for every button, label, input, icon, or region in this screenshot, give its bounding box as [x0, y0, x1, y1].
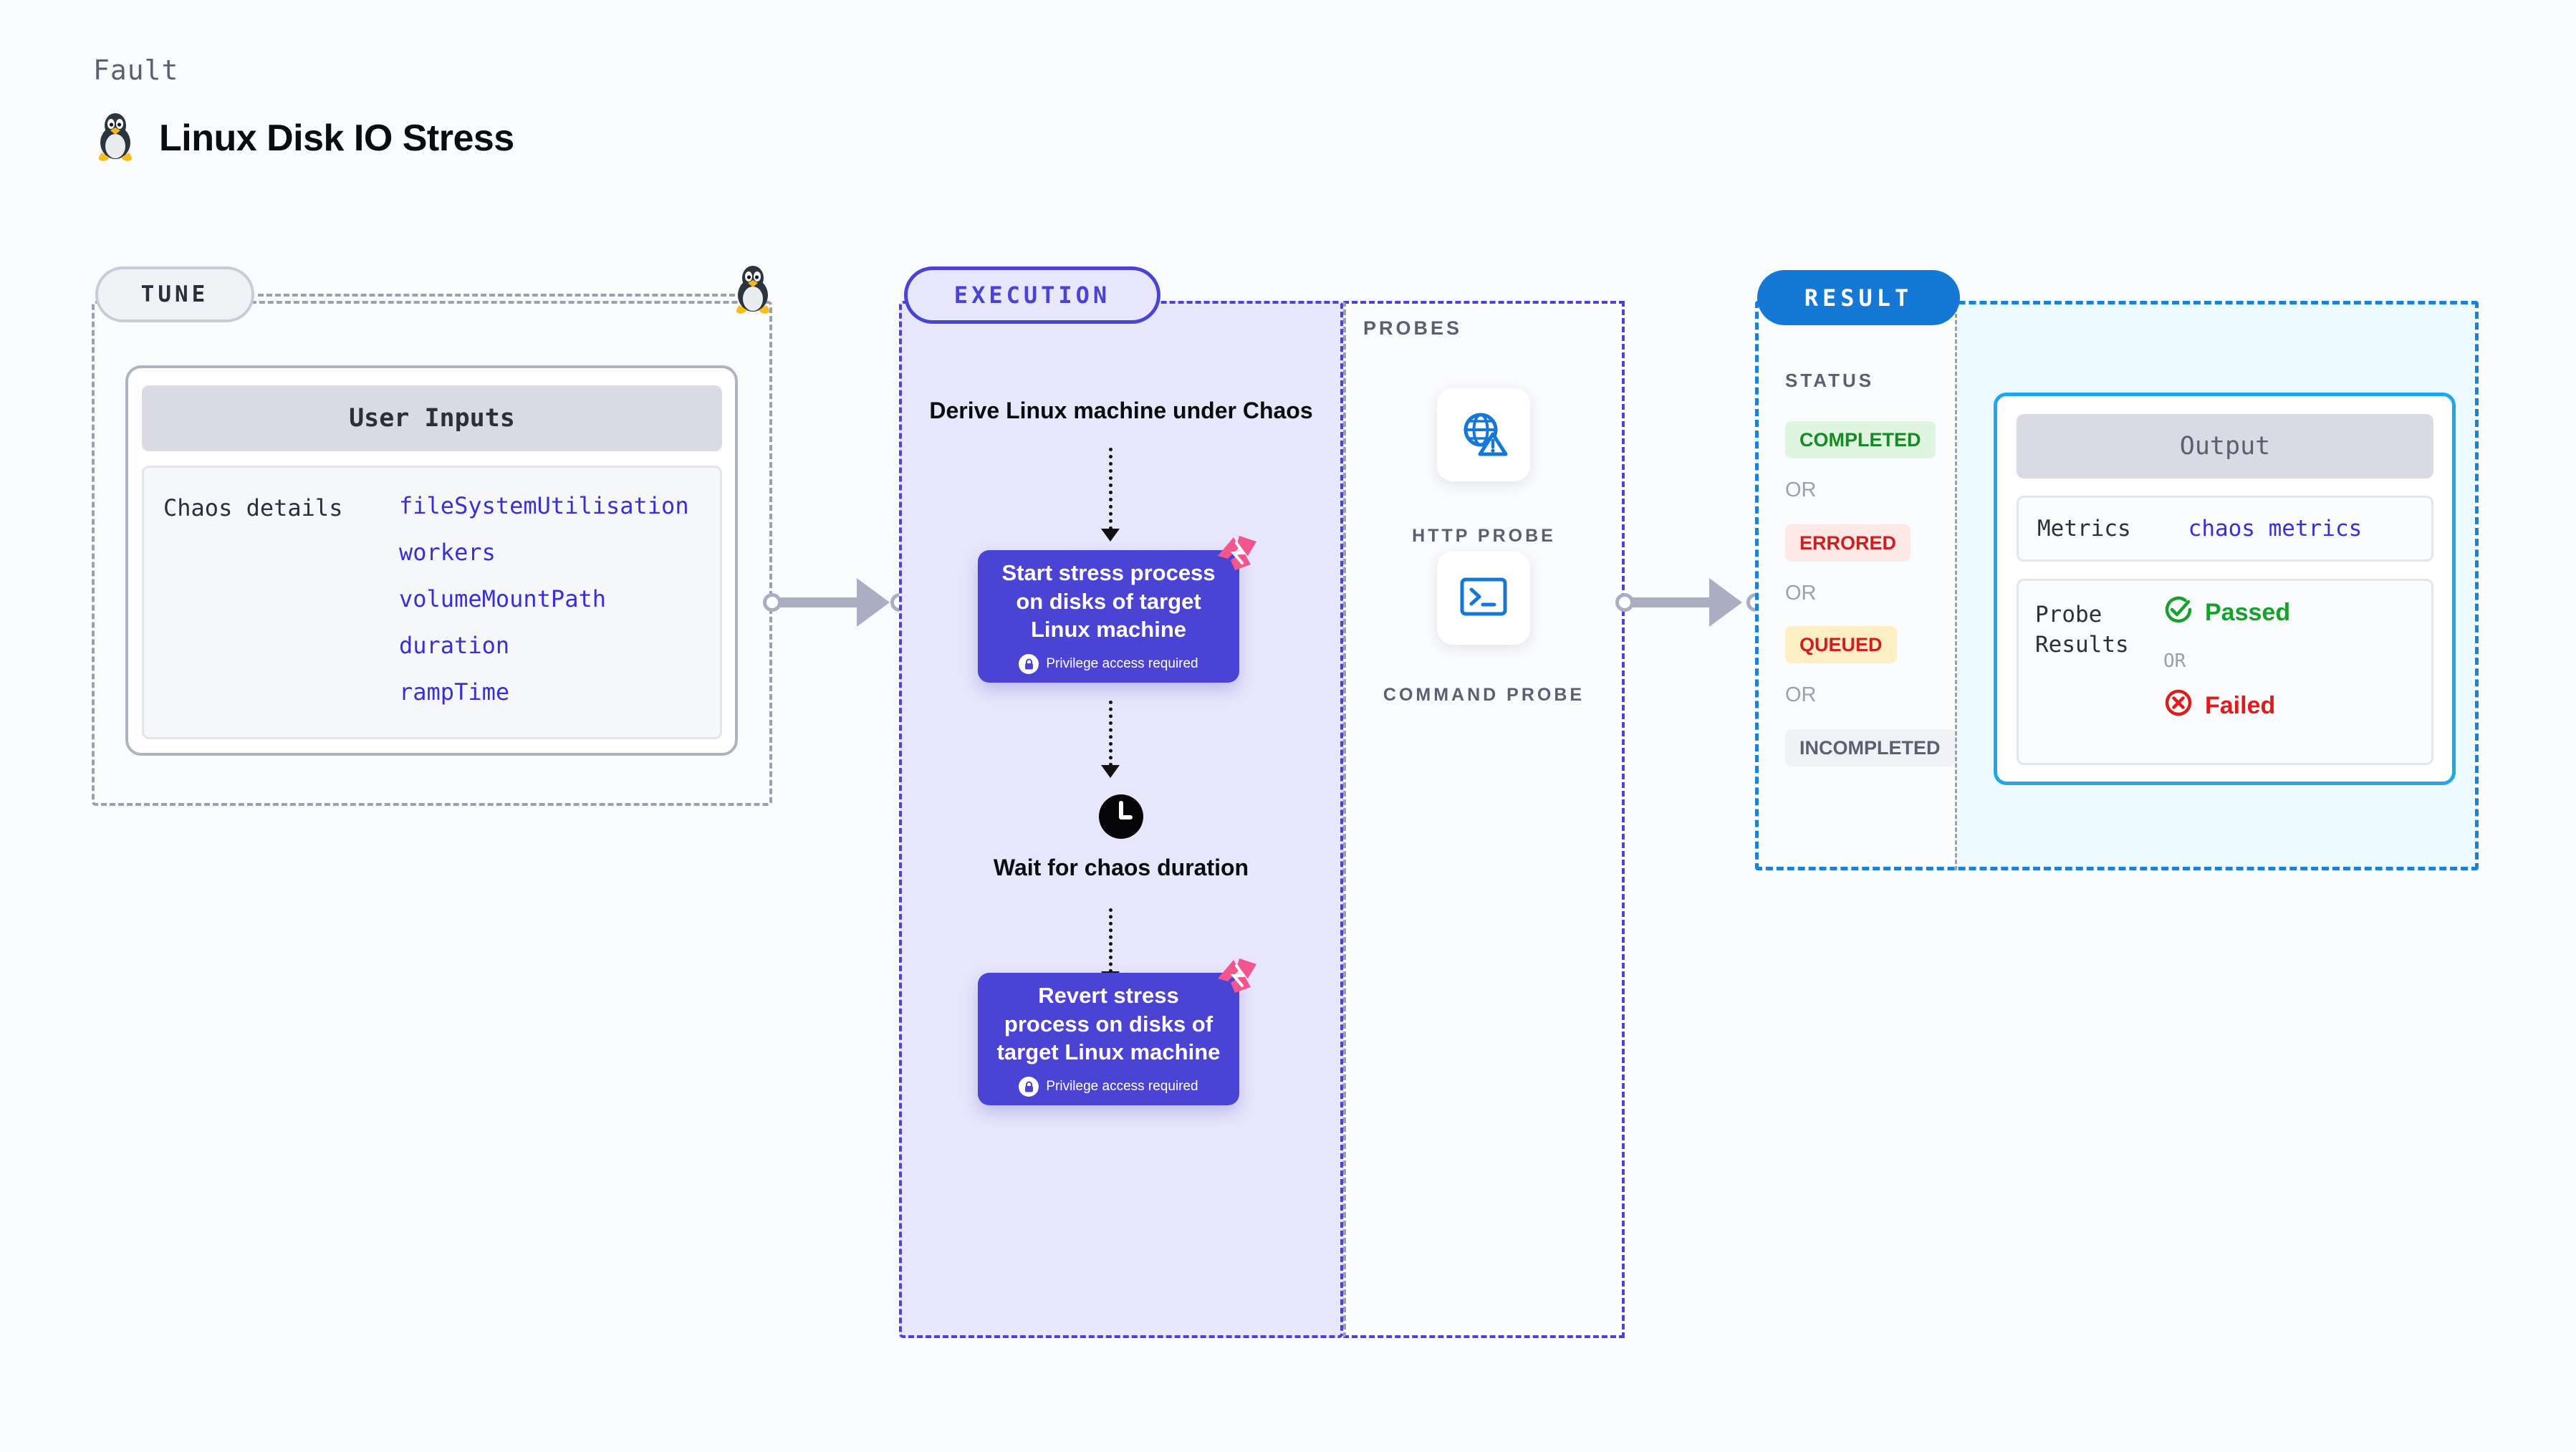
chaos-details-label: Chaos details — [163, 494, 343, 521]
status-badge-completed: COMPLETED — [1785, 421, 1936, 458]
input-item: rampTime — [399, 678, 510, 706]
input-item: fileSystemUtilisation — [399, 492, 689, 519]
metrics-row: Metrics chaos metrics — [2017, 496, 2433, 562]
step-revert-privilege: Privilege access required — [1019, 1077, 1198, 1097]
input-item: duration — [399, 632, 510, 659]
probe-result-or: OR — [2163, 650, 2186, 672]
tune-corner-tux-icon — [731, 264, 775, 317]
check-circle-icon — [2163, 595, 2193, 631]
globe-warning-icon — [1458, 408, 1509, 462]
execution-pill[interactable]: EXECUTION — [904, 266, 1160, 324]
flow-connector-1 — [1109, 448, 1115, 530]
probe-result-failed: Failed — [2163, 688, 2275, 724]
probe-result-passed: Passed — [2163, 595, 2290, 631]
litmus-logo-icon — [1215, 533, 1259, 573]
metrics-key: Metrics — [2037, 516, 2131, 542]
lock-icon — [1019, 654, 1039, 674]
status-label: STATUS — [1785, 370, 1875, 391]
status-badge-queued: QUEUED — [1785, 626, 1897, 663]
input-item: volumeMountPath — [399, 585, 606, 612]
result-panel — [1755, 301, 2479, 870]
flow-connector-3 — [1109, 908, 1115, 973]
metrics-value: chaos metrics — [2188, 516, 2363, 542]
step-revert-box[interactable]: Revert stress process on disks of target… — [978, 958, 1256, 1105]
step-start-label: Start stress process on disks of target … — [1001, 559, 1216, 643]
status-or-3: OR — [1785, 683, 1817, 706]
tune-pill[interactable]: TUNE — [95, 266, 254, 322]
http-probe-label: HTTP PROBE — [1412, 526, 1556, 546]
lock-icon — [1019, 1077, 1039, 1097]
clock-icon — [1098, 794, 1144, 840]
step-revert-label: Revert stress process on disks of target… — [996, 982, 1221, 1065]
user-inputs-title: User Inputs — [142, 385, 722, 451]
status-badge-incompleted: INCOMPLETED — [1785, 729, 1955, 766]
status-badge-errored: ERRORED — [1785, 524, 1911, 562]
step-wait-label: Wait for chaos duration — [993, 855, 1249, 880]
step-start-box[interactable]: Start stress process on disks of target … — [978, 536, 1256, 683]
page-title: Linux Disk IO Stress — [159, 117, 514, 159]
page-eyebrow: Fault — [93, 54, 179, 86]
http-probe-card[interactable] — [1437, 388, 1530, 481]
tune-top-dash — [258, 294, 752, 297]
step-start-privilege: Privilege access required — [1019, 654, 1198, 674]
linux-tux-icon — [93, 111, 138, 165]
chaos-details-box — [142, 466, 722, 739]
flow-connector-2 — [1109, 701, 1115, 766]
flow-arrowhead-2 — [1101, 765, 1120, 778]
step-start-privilege-label: Privilege access required — [1046, 656, 1198, 671]
probe-results-row — [2017, 579, 2433, 765]
probe-result-failed-label: Failed — [2205, 692, 2276, 719]
flow-arrowhead-1 — [1101, 529, 1120, 542]
page-title-row: Linux Disk IO Stress — [93, 111, 514, 165]
command-probe-card[interactable] — [1437, 552, 1530, 645]
chaos-details-values: fileSystemUtilisation workers volumeMoun… — [399, 494, 689, 703]
result-status-column — [1755, 301, 1957, 870]
status-or-1: OR — [1785, 479, 1817, 501]
command-probe-label: COMMAND PROBE — [1383, 685, 1585, 705]
step-revert-privilege-label: Privilege access required — [1046, 1079, 1198, 1094]
step-derive-label: Derive Linux machine under Chaos — [929, 398, 1313, 423]
terminal-icon — [1458, 575, 1509, 622]
result-pill[interactable]: RESULT — [1757, 270, 1960, 325]
tune-panel — [92, 301, 772, 806]
probes-label: PROBES — [1363, 317, 1463, 339]
connector-line-2 — [1630, 597, 1727, 607]
x-circle-icon — [2163, 688, 2193, 724]
input-item: workers — [399, 539, 496, 566]
connector-arrow-1 — [857, 578, 890, 627]
litmus-logo-icon — [1215, 956, 1259, 996]
connector-line-1 — [778, 597, 875, 607]
probe-result-passed-label: Passed — [2205, 599, 2291, 626]
connector-arrow-2 — [1709, 578, 1742, 627]
output-title: Output — [2017, 414, 2433, 479]
status-or-2: OR — [1785, 582, 1817, 605]
